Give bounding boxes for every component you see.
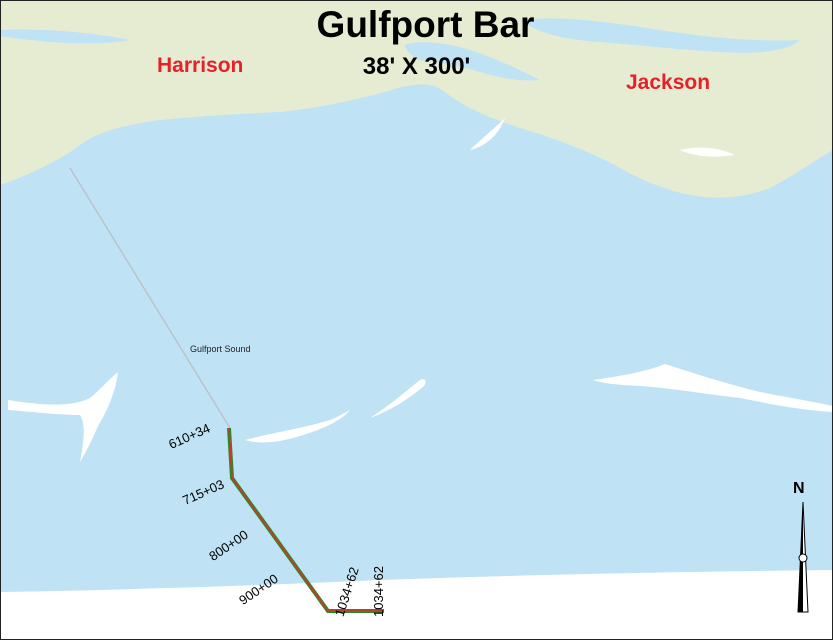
map-title: Gulfport Bar xyxy=(316,4,535,45)
deer-island xyxy=(470,118,505,150)
map-subtitle: 38' X 300' xyxy=(362,53,471,80)
north-label: N xyxy=(793,480,805,497)
ship-island-east xyxy=(370,379,426,418)
ship-island-west xyxy=(245,410,350,443)
station-label: 1034+62 xyxy=(371,566,386,617)
north-arrow-icon xyxy=(797,501,809,613)
coast-shoal xyxy=(680,147,735,157)
sound-channel-line xyxy=(69,167,231,429)
river-water xyxy=(0,29,130,44)
bar-channel-inner xyxy=(228,427,384,612)
gulf-area xyxy=(0,570,833,640)
mainland-coast xyxy=(0,0,833,198)
county-label-jackson: Jackson xyxy=(626,71,711,94)
inlet-water xyxy=(405,42,540,81)
cat-island xyxy=(8,372,118,462)
horn-island xyxy=(593,364,833,412)
bay-water xyxy=(520,18,800,53)
county-label-harrison: Harrison xyxy=(157,54,244,77)
waterbody-label: Gulfport Sound xyxy=(190,344,251,354)
